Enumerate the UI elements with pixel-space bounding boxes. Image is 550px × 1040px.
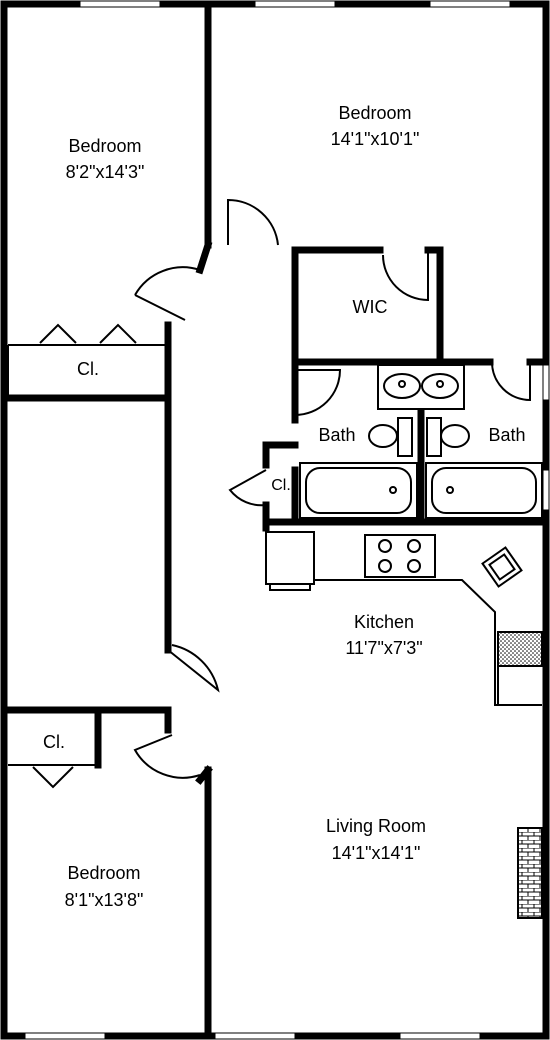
living-room-name: Living Room xyxy=(326,816,426,836)
bath-left-name: Bath xyxy=(318,425,355,445)
bath-fixtures xyxy=(299,364,543,519)
closet-bath-name: Cl. xyxy=(271,477,291,494)
kitchen-fixtures xyxy=(265,531,543,706)
bedroom-bottom-left-name: Bedroom xyxy=(67,863,140,883)
room-labels: Bedroom 8'2"x14'3" Bedroom 14'1"x10'1" W… xyxy=(43,103,526,910)
bedroom-top-left-dims: 8'2"x14'3" xyxy=(66,162,145,182)
wic-name: WIC xyxy=(353,297,388,317)
closet-top-left-name: Cl. xyxy=(77,359,99,379)
fireplace xyxy=(517,827,543,919)
bedroom-top-right-name: Bedroom xyxy=(338,103,411,123)
bath-right-name: Bath xyxy=(488,425,525,445)
kitchen-dims: 11'7"x7'3" xyxy=(345,638,422,658)
kitchen-name: Kitchen xyxy=(354,612,414,632)
bedroom-bottom-left-dims: 8'1"x13'8" xyxy=(65,890,144,910)
windows xyxy=(24,0,550,1040)
doors xyxy=(32,198,531,789)
bedroom-top-right-dims: 14'1"x10'1" xyxy=(331,129,420,149)
closet-bottom-left-name: Cl. xyxy=(43,732,65,752)
living-room-dims: 14'1"x14'1" xyxy=(332,843,421,863)
bedroom-top-left-name: Bedroom xyxy=(68,136,141,156)
